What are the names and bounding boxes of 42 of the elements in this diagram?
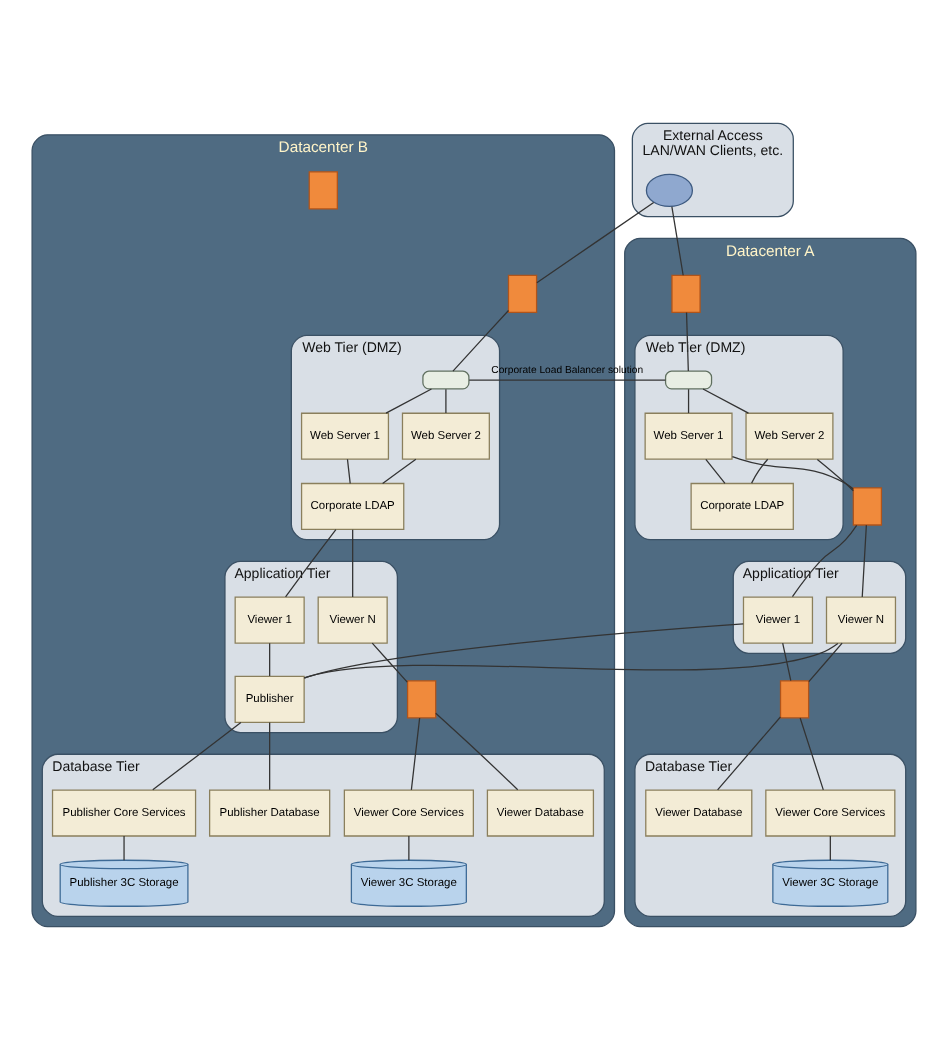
connector <box>435 712 519 791</box>
node-wall <box>406 680 437 719</box>
connector <box>352 529 354 598</box>
connector <box>382 458 417 485</box>
connector <box>152 721 242 791</box>
connector <box>705 458 726 485</box>
node-box <box>664 370 713 390</box>
connector <box>671 205 684 276</box>
connector <box>123 835 125 861</box>
connector <box>284 528 337 598</box>
connector <box>816 458 854 492</box>
node-wall <box>852 487 883 526</box>
connector <box>468 379 666 381</box>
node-person <box>645 173 694 207</box>
connector <box>269 642 271 677</box>
node-wall <box>671 274 701 313</box>
node-box <box>422 370 470 390</box>
node-wall <box>779 680 810 719</box>
connector <box>371 642 408 683</box>
connector <box>861 524 867 598</box>
connector <box>536 201 655 284</box>
connector <box>408 835 410 861</box>
connector <box>410 717 421 791</box>
connector <box>685 311 689 372</box>
connector <box>799 717 824 791</box>
node-wall <box>507 274 538 313</box>
connector <box>303 642 839 679</box>
connector <box>782 642 792 682</box>
connector <box>808 642 843 683</box>
node-wall <box>308 171 338 210</box>
connector <box>452 309 510 372</box>
connector <box>791 524 858 598</box>
connector <box>687 388 690 414</box>
connector <box>751 458 769 484</box>
connector <box>731 456 854 490</box>
connector <box>445 388 447 414</box>
connector <box>269 721 271 791</box>
connector <box>385 388 433 414</box>
connector <box>346 458 351 485</box>
connector <box>702 388 750 414</box>
connector <box>829 835 831 861</box>
connector <box>716 716 782 791</box>
